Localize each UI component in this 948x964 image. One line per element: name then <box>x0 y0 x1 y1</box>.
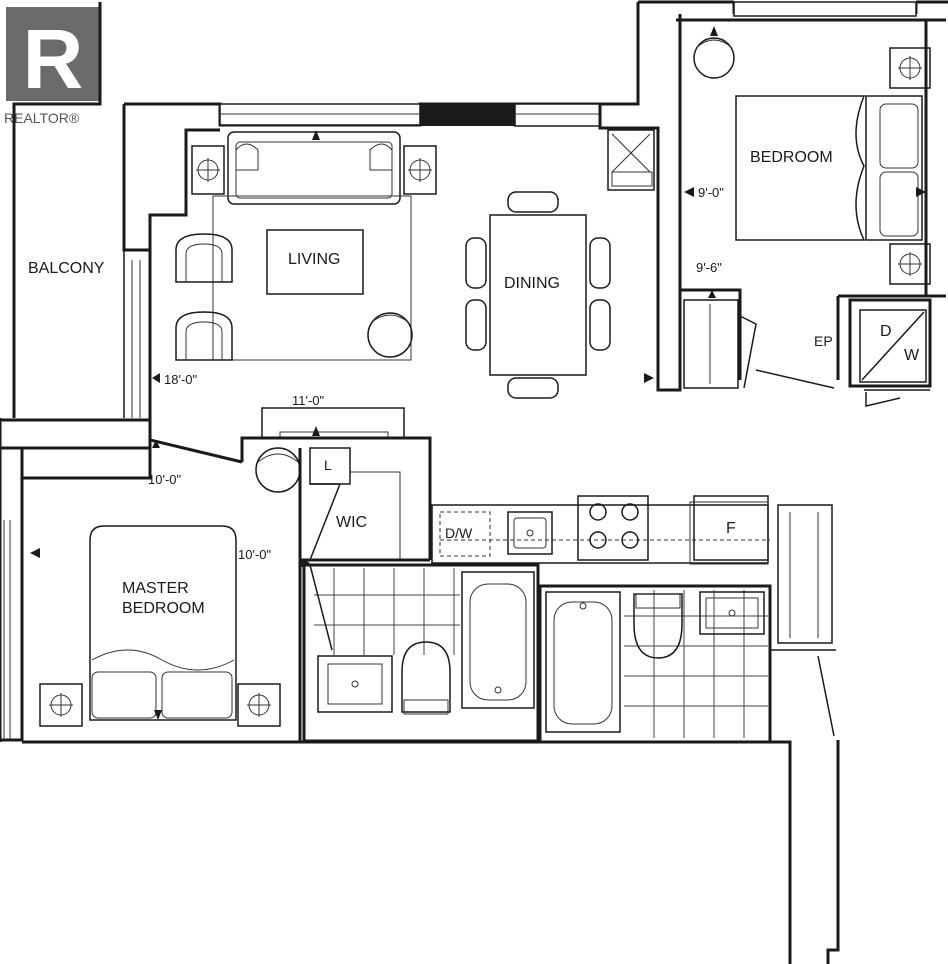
label-dining: DINING <box>504 275 560 292</box>
label-dishwasher: D/W <box>445 525 473 541</box>
dim-living-width: 18'-0" <box>164 372 198 387</box>
label-wic: WIC <box>336 514 367 531</box>
room-labels: BALCONY LIVING DINING BEDROOM MASTER BED… <box>28 149 920 617</box>
realtor-logo: R REALTOR® <box>4 7 100 126</box>
living-walls <box>122 104 220 478</box>
label-ep: EP <box>814 333 833 349</box>
dining-furniture <box>465 191 611 399</box>
logo-letter: R <box>23 12 84 106</box>
master-bedroom <box>3 520 302 742</box>
window-living <box>123 103 682 392</box>
dim-foyer-width: 11'-0" <box>292 393 325 408</box>
laundry <box>848 298 932 407</box>
dim-master-width: 10'-0" <box>238 547 272 562</box>
bathroom-ensuite <box>302 563 540 743</box>
logo-text: REALTOR® <box>4 110 80 126</box>
tile-grid-2 <box>624 590 768 738</box>
label-master-line2: BEDROOM <box>122 600 205 617</box>
label-laundry-w: W <box>904 347 920 364</box>
watermark-line1: FOREST HILL HOMES REALTY Brokerage <box>288 880 558 896</box>
watermark: FOREST HILL HOMES REALTY Brokerage HOMEL… <box>288 880 762 941</box>
living-furniture <box>175 131 437 361</box>
label-living: LIVING <box>288 251 340 268</box>
label-fridge: F <box>726 520 736 537</box>
kitchen <box>431 495 833 644</box>
dimension-labels: 18'-0" 11'-0" 9'-0" 9'-6" 10'-0" 10'-0" <box>148 185 724 562</box>
label-balcony: BALCONY <box>28 260 105 277</box>
closet-box <box>607 129 655 191</box>
balcony-door <box>123 250 141 418</box>
label-bedroom: BEDROOM <box>750 149 833 166</box>
watermark-line2: HOMELIFE NEW WORLD REALTY INC., Brokerag… <box>288 899 614 915</box>
watermark-handle: 小红书 <box>720 925 762 941</box>
label-laundry-d: D <box>880 323 892 340</box>
dim-bedroom-depth: 9'-6" <box>696 260 722 275</box>
label-master-line1: MASTER <box>122 580 189 597</box>
window-bedroom <box>733 1 917 17</box>
bedroom-2 <box>680 20 946 389</box>
foyer-closet <box>240 407 432 562</box>
dim-master-depth: 10'-0" <box>148 472 182 487</box>
dimension-arrows <box>30 26 926 720</box>
label-linen: L <box>324 457 332 473</box>
bathroom-main <box>538 584 836 744</box>
tile-grid-1 <box>314 568 460 655</box>
dim-bedroom-width: 9'-0" <box>698 185 724 200</box>
